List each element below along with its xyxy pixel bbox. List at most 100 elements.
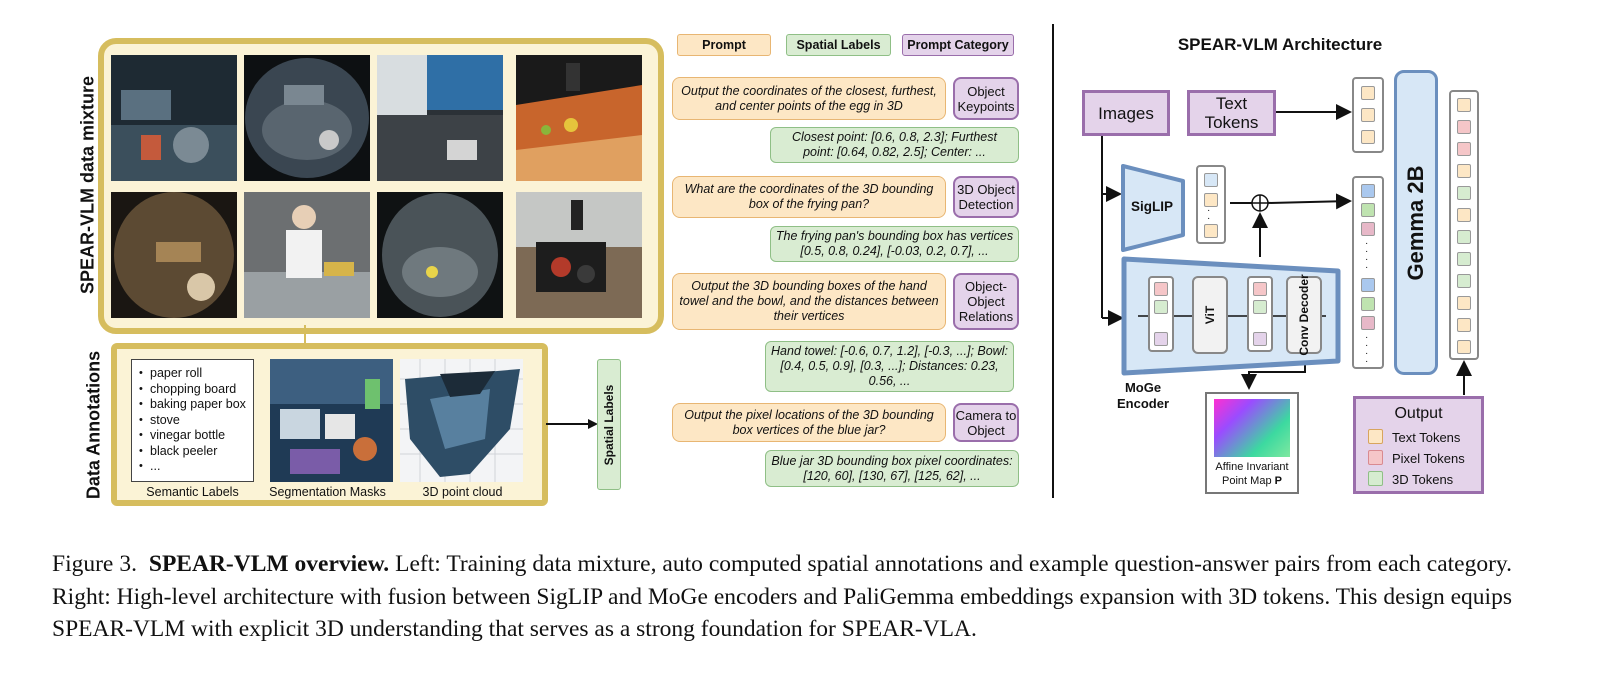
vision-token [1204, 173, 1218, 187]
kitchen-photo-4 [516, 55, 642, 181]
fused-token-column: ···· ···· [1352, 176, 1384, 369]
kitchen-photo-5 [111, 192, 237, 318]
text-token [1457, 98, 1471, 112]
caption-semantic-labels: Semantic Labels [146, 485, 239, 499]
3d-token [1457, 252, 1471, 266]
prompt-camera: Output the pixel locations of the 3D bou… [672, 403, 946, 442]
text-token-column [1352, 77, 1384, 153]
conv-decoder-block: Conv Decoder [1286, 274, 1322, 356]
output-text-tokens: Text Tokens [1368, 429, 1460, 445]
semantic-label: chopping board [139, 382, 253, 398]
pixel-token [1457, 120, 1471, 134]
caption-label: Figure 3. [52, 551, 137, 577]
moge-token-column-out [1247, 276, 1273, 352]
caption-bold: SPEAR-VLM overview. [148, 551, 390, 577]
legend-spatial-labels: Spatial Labels [786, 34, 891, 56]
segmentation-mask-image [270, 359, 393, 482]
semantic-label: vinegar bottle [139, 428, 253, 444]
pixel-token [1361, 222, 1375, 236]
caption-text: Left: Training data mixture, auto comput… [52, 551, 1513, 642]
vision-token [1361, 278, 1375, 292]
text-token [1457, 164, 1471, 178]
kitchen-photo-8 [516, 192, 642, 318]
frame-connector [304, 325, 306, 345]
vision-token [1204, 224, 1218, 238]
3d-token [1361, 297, 1375, 311]
text-token [1361, 108, 1375, 122]
moge-token-column-in [1148, 276, 1174, 352]
answer-keypoints: Closest point: [0.6, 0.8, 2.3]; Furthest… [770, 127, 1019, 163]
kitchen-photo-3 [377, 55, 503, 181]
kitchen-photo-1 [111, 55, 237, 181]
3d-token [1253, 300, 1267, 314]
vit-block: ViT [1192, 276, 1228, 354]
3d-token [1457, 186, 1471, 200]
output-token-column [1449, 90, 1479, 360]
gemma-2b-model: Gemma 2B [1394, 70, 1438, 375]
moge-encoder [1121, 256, 1341, 376]
figure-caption: Figure 3. SPEAR-VLM overview. Left: Trai… [52, 548, 1512, 646]
output-title: Output [1394, 405, 1443, 422]
semantic-label: stove [139, 413, 253, 429]
prompt-detection: What are the coordinates of the 3D bound… [672, 176, 946, 218]
semantic-label: ... [139, 459, 253, 475]
pixel-token [1361, 316, 1375, 330]
category-camera: Camera to Object [953, 403, 1019, 442]
prompt-relations: Output the 3D bounding boxes of the hand… [672, 273, 946, 330]
ellipsis-icon: ···· [1365, 332, 1369, 367]
vision-token [1361, 184, 1375, 198]
point-map: Affine Invariant Point Map P [1205, 392, 1299, 494]
siglip-label: SigLIP [1130, 199, 1173, 214]
semantic-label: baking paper box [139, 397, 253, 413]
prompt-keypoints: Output the coordinates of the closest, f… [672, 77, 946, 120]
pixel-token [1253, 282, 1267, 296]
kitchen-photo-6 [244, 192, 370, 318]
text-token [1361, 86, 1375, 100]
point-map-caption: Affine Invariant Point Map P [1215, 461, 1289, 487]
semantic-label: black peeler [139, 444, 253, 460]
text-tokens-input: Text Tokens [1187, 90, 1276, 136]
category-keypoints: Object Keypoints [953, 77, 1019, 120]
siglip-token-column: ··· [1196, 165, 1226, 244]
3d-token [1154, 300, 1168, 314]
text-token [1361, 130, 1375, 144]
images-input: Images [1082, 90, 1170, 136]
ellipsis-icon: ···· [1365, 238, 1369, 273]
output-3d-tokens: 3D Tokens [1368, 471, 1453, 487]
kitchen-photo-2 [244, 55, 370, 181]
output-pixel-tokens: Pixel Tokens [1368, 450, 1465, 466]
moge-encoder-label: MoGe Encoder [1116, 380, 1169, 411]
point-cloud-image [400, 359, 523, 482]
kitchen-photo-7 [377, 192, 503, 318]
siglip-encoder [1121, 164, 1185, 252]
pixel-token [1457, 142, 1471, 156]
text-token [1457, 340, 1471, 354]
semantic-label: paper roll [139, 366, 253, 382]
pixel-token [1154, 282, 1168, 296]
answer-relations: Hand towel: [-0.6, 0.7, 1.2], [-0.3, ...… [765, 341, 1014, 392]
3d-token [1457, 274, 1471, 288]
3d-token [1457, 230, 1471, 244]
panel-divider [1052, 24, 1054, 498]
text-token [1457, 208, 1471, 222]
legend-prompt-category: Prompt Category [902, 34, 1014, 56]
category-relations: Object-Object Relations [953, 273, 1019, 330]
point-map-image [1214, 399, 1290, 457]
spatial-labels-tag: Spatial Labels [597, 359, 621, 490]
semantic-labels-list: paper roll chopping board baking paper b… [131, 359, 254, 482]
depth-token [1154, 332, 1168, 346]
architecture-title: SPEAR-VLM Architecture [1177, 35, 1383, 54]
answer-camera: Blue jar 3D bounding box pixel coordinat… [765, 450, 1019, 487]
3d-token [1361, 203, 1375, 217]
depth-token [1253, 332, 1267, 346]
caption-segmentation-masks: Segmentation Masks [269, 485, 386, 499]
legend-prompt: Prompt [677, 34, 771, 56]
annotations-arrow [546, 419, 598, 429]
text-token [1457, 296, 1471, 310]
answer-detection: The frying pan's bounding box has vertic… [770, 226, 1019, 262]
caption-point-cloud: 3D point cloud [422, 485, 503, 499]
text-token [1457, 318, 1471, 332]
output-legend: Output Text Tokens Pixel Tokens 3D Token… [1353, 396, 1484, 494]
category-detection: 3D Object Detection [953, 176, 1019, 218]
vision-token [1204, 193, 1218, 207]
